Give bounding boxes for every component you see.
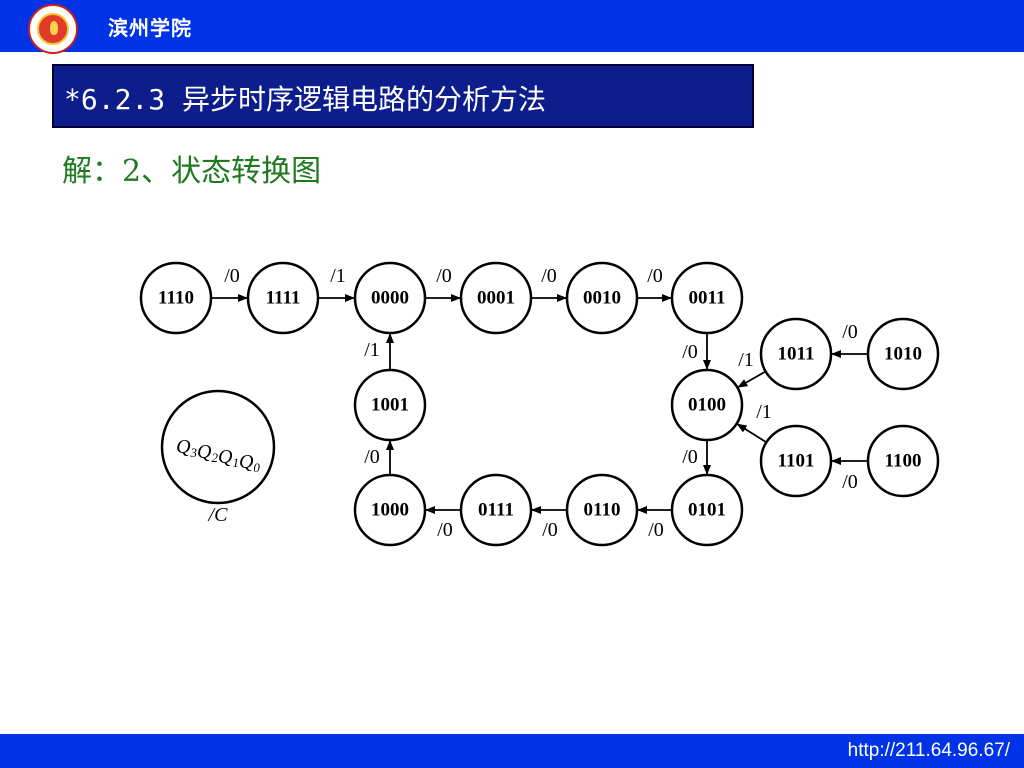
state-node-0100 xyxy=(670,368,744,442)
transition-label: /0 xyxy=(682,341,698,363)
state-label: 0110 xyxy=(584,500,621,521)
state-label: 1001 xyxy=(371,395,409,416)
state-node-1110 xyxy=(139,261,213,335)
slide-subtitle: 解：2、状态转换图 xyxy=(62,154,322,189)
legend-state-variables: Q3Q2Q1Q0 xyxy=(176,436,260,475)
state-label: 0100 xyxy=(688,395,726,416)
state-node-1101 xyxy=(759,424,833,498)
transition-label: /0 xyxy=(842,471,858,493)
state-node-1100 xyxy=(866,424,940,498)
transition-label: /1 xyxy=(364,339,380,361)
transition-label: /1 xyxy=(738,349,754,371)
state-node-1010 xyxy=(866,317,940,391)
transition-label: /0 xyxy=(437,519,453,541)
state-node-1111 xyxy=(246,261,320,335)
state-node-0101 xyxy=(670,473,744,547)
slide-title-box: *6.2.3 异步时序逻辑电路的分析方法 xyxy=(52,64,754,128)
header-bar: 滨州学院 xyxy=(0,0,1024,56)
diagram-legend: Q3Q2Q1Q0 /C xyxy=(160,389,276,526)
transition-label: /0 xyxy=(224,265,240,287)
state-label: 1111 xyxy=(266,288,301,309)
state-label: 1011 xyxy=(778,344,815,365)
state-node-1011 xyxy=(759,317,833,391)
transition-label: /0 xyxy=(648,519,664,541)
legend-output-label: /C xyxy=(208,504,229,526)
footer-bar: http://211.64.96.67/ xyxy=(0,734,1024,768)
transition-arrow-1101-to-0100 xyxy=(736,423,767,444)
transition-label: /0 xyxy=(542,519,558,541)
state-label: 1100 xyxy=(885,451,922,472)
state-label: 1101 xyxy=(778,451,815,472)
state-label: 0111 xyxy=(478,500,514,521)
state-label: 1010 xyxy=(884,344,922,365)
state-node-0000 xyxy=(353,261,427,335)
state-node-0010 xyxy=(565,261,639,335)
transition-label: /0 xyxy=(436,265,452,287)
state-label: 0010 xyxy=(583,288,621,309)
state-label: 1000 xyxy=(371,500,409,521)
transition-label: /1 xyxy=(756,401,772,423)
state-node-1001 xyxy=(353,368,427,442)
transition-label: /0 xyxy=(647,265,663,287)
state-node-0011 xyxy=(670,261,744,335)
school-name: 滨州学院 xyxy=(108,16,192,40)
footer-url: http://211.64.96.67/ xyxy=(847,740,1010,761)
transition-label: /0 xyxy=(364,446,380,468)
state-label: 0000 xyxy=(371,288,409,309)
legend-state-node xyxy=(160,389,276,505)
transition-label: /1 xyxy=(330,265,346,287)
transition-label: /0 xyxy=(682,446,698,468)
school-emblem-icon xyxy=(28,4,78,54)
state-label: 0101 xyxy=(688,500,726,521)
state-node-1000 xyxy=(353,473,427,547)
state-node-0111 xyxy=(459,473,533,547)
state-node-0110 xyxy=(565,473,639,547)
transition-arrow-1011-to-0100 xyxy=(737,370,767,388)
state-label: 0011 xyxy=(689,288,726,309)
transition-label: /0 xyxy=(842,321,858,343)
slide-title: *6.2.3 异步时序逻辑电路的分析方法 xyxy=(64,83,547,116)
state-node-0001 xyxy=(459,261,533,335)
state-label: 0001 xyxy=(477,288,515,309)
transition-label: /0 xyxy=(541,265,557,287)
state-label: 1110 xyxy=(158,288,194,309)
